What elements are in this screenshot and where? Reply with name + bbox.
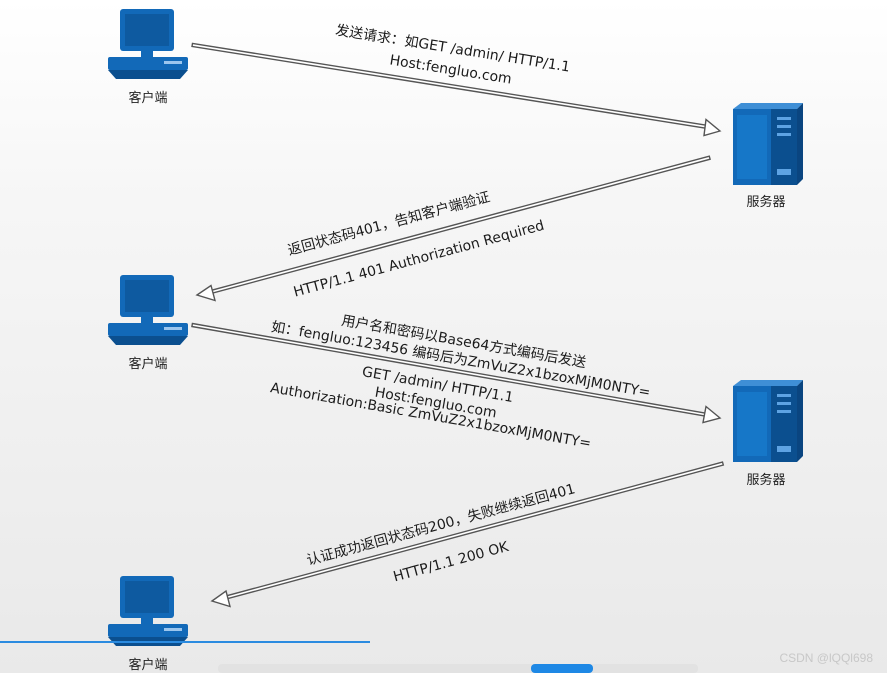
server-label: 服务器 [746, 194, 785, 210]
scrollbar-thumb[interactable] [531, 664, 593, 673]
client-computer-icon [108, 576, 188, 646]
client-computer-icon [108, 9, 188, 79]
response-200-text-line2: HTTP/1.1 200 OK [392, 539, 511, 586]
response-200-arrow [210, 461, 725, 608]
server-icon [733, 380, 803, 462]
request-arrow [191, 42, 722, 137]
client-label: 客户端 [128, 356, 167, 372]
client-label: 客户端 [128, 90, 167, 106]
server-icon [733, 103, 803, 185]
client-label: 客户端 [128, 657, 167, 673]
client-computer-icon [108, 275, 188, 345]
server-label: 服务器 [746, 472, 785, 488]
bottom-accent-line [0, 641, 370, 643]
horizontal-scrollbar[interactable] [218, 664, 698, 673]
watermark: CSDN @lQQl698 [779, 651, 873, 665]
response-401-arrow [195, 155, 711, 302]
auth-request-arrow [191, 322, 722, 424]
